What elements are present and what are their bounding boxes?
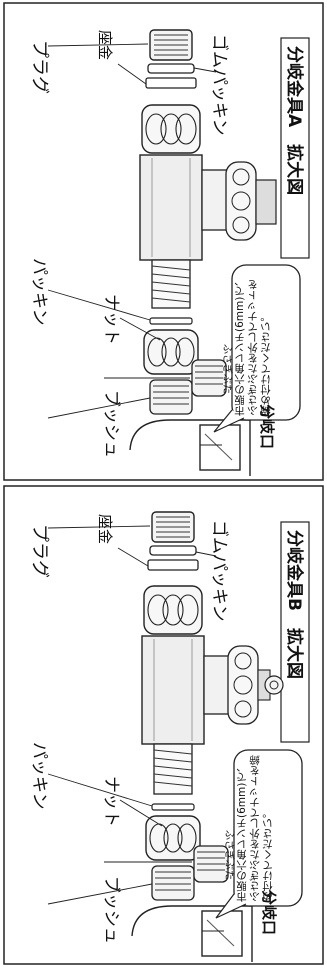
panel-a-label-blind-cap: ふさぎぶた: [221, 344, 234, 394]
panel-b-label-plug: プラグ: [29, 524, 50, 578]
panel-b-blind-cap: [193, 845, 229, 883]
panel-a-washer: [145, 77, 197, 89]
panel-a-label-branch-port: 分岐口: [258, 404, 276, 449]
panel-b-label-rubber-packing: ゴムパッキン: [209, 520, 230, 622]
panel-a-hex-ring: [141, 104, 201, 154]
panel-b-leaders: [47, 525, 224, 932]
panel-a-bushing: [149, 379, 193, 415]
panel-b-label-bushing: ブッシュ: [101, 876, 122, 944]
panel-a-body: [139, 154, 277, 261]
panel-b-rubber-packing: [149, 545, 197, 556]
panel-b-note: 市販の六角レンチ(6mm)で、ふさぎぶたを外してナットを締め付けてください。: [236, 755, 274, 902]
panel-a-title: 分岐金具A 拡大図: [284, 46, 305, 195]
panel-b-note-callout: [215, 749, 303, 919]
panel-a-note: 市販の六角レンチ(6mm)で、ふさぎぶたを外してナットを締め付けてください。: [234, 275, 272, 416]
panel-a-packing: [149, 317, 193, 325]
panel-a: 分岐金具A 拡大図: [3, 2, 324, 481]
panel-b-packing: [151, 803, 195, 811]
panel-a-thread: [151, 259, 191, 309]
panel-a-title-box: [280, 37, 310, 259]
panel-a-plug: [149, 29, 193, 61]
panel-a-blind-cap: [191, 359, 227, 397]
panel-b-label-nut: ナット: [101, 776, 121, 827]
panel-b-frame: [3, 485, 324, 965]
panel-b-hex-ring: [143, 585, 203, 635]
panel-b-label-packing: パッキン: [29, 742, 49, 810]
panel-b-label-washer: 座金: [96, 514, 114, 544]
panel-b-label-blind-cap: ふさぎぶた: [223, 830, 236, 880]
panel-a-note-callout: [213, 264, 301, 433]
panel-b-title: 分岐金具B 拡大図: [284, 530, 305, 679]
panel-a-label-plug: プラグ: [29, 40, 50, 94]
panel-b-nut: [145, 815, 201, 861]
panel-b-washer: [147, 559, 199, 571]
panel-a-branch-port: [129, 419, 251, 476]
panel-a-nut: [143, 329, 199, 375]
panel-b-title-box: [280, 521, 310, 743]
panel-a-frame: [3, 2, 324, 481]
panel-b-bushing: [151, 865, 195, 901]
panel-b: 分岐金具B 拡大図: [3, 485, 324, 965]
panel-a-label-bushing: ブッシュ: [101, 390, 122, 458]
panel-b-plug: [151, 511, 195, 543]
panel-b-body: [141, 635, 284, 745]
panel-a-label-packing: パッキン: [29, 258, 49, 326]
panel-a-label-nut: ナット: [101, 294, 121, 345]
panel-b-label-branch-port: 分岐口: [260, 890, 278, 935]
panel-a-leaders: [47, 43, 222, 446]
panel-b-branch-port: [131, 905, 253, 962]
panel-a-label-rubber-packing: ゴムパッキン: [209, 34, 230, 136]
panel-a-label-washer: 座金: [96, 30, 114, 60]
panel-a-rubber-packing: [147, 63, 195, 74]
panel-b-thread: [153, 743, 193, 795]
